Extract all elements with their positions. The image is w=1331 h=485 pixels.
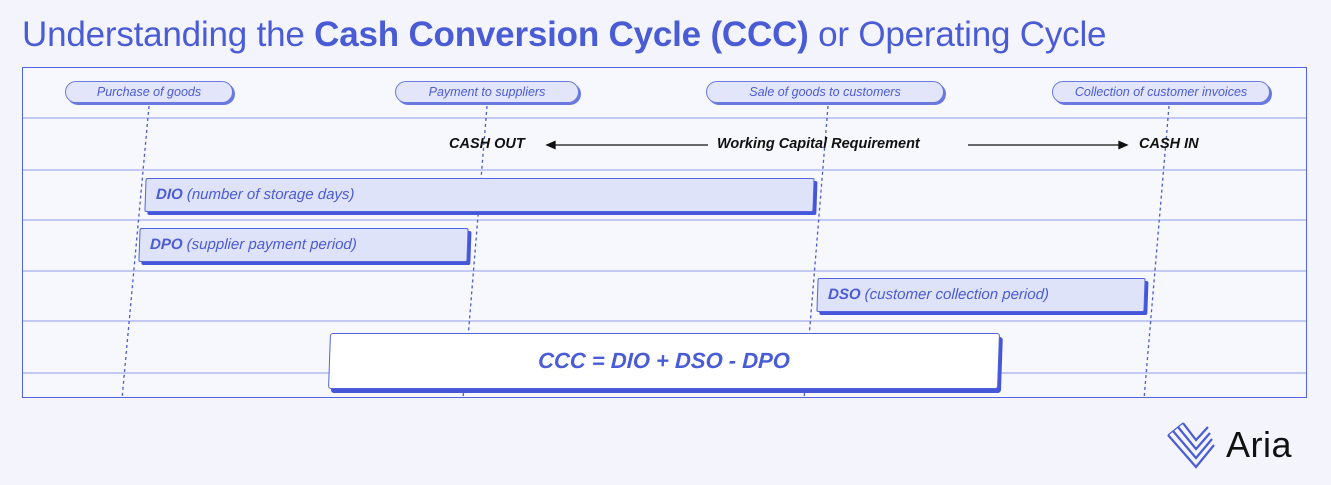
guide-purchase	[121, 105, 150, 397]
dso-abbr: DSO	[827, 286, 861, 303]
dio-bar: DIO (number of storage days)	[144, 178, 815, 212]
milestone-sale: Sale of goods to customers	[706, 81, 944, 103]
aria-logo-icon	[1167, 422, 1215, 469]
guide-payment	[462, 105, 488, 397]
guide-sale	[803, 105, 829, 397]
ccc-formula: CCC = DIO + DSO - DPO	[328, 333, 1000, 389]
dpo-bar: DPO (supplier payment period)	[138, 228, 469, 262]
title-bold: Cash Conversion Cycle (CCC)	[314, 15, 809, 54]
dso-bar: DSO (customer collection period)	[816, 278, 1146, 312]
arrow-right-head	[1118, 140, 1129, 150]
milestone-collection: Collection of customer invoices	[1052, 81, 1270, 103]
aria-logo: Aria	[1166, 421, 1292, 469]
working-capital-label: Working Capital Requirement	[717, 136, 920, 152]
arrow-left-head	[545, 140, 556, 150]
cash-out-label: CASH OUT	[449, 136, 525, 152]
dio-abbr: DIO	[155, 186, 183, 203]
logo-wordmark: Aria	[1226, 424, 1293, 465]
flow-arrows	[545, 140, 1129, 150]
cash-in-label: CASH IN	[1139, 136, 1199, 152]
page-title: Understanding the Cash Conversion Cycle …	[22, 14, 1107, 56]
cycle-diagram: Purchase of goods Payment to suppliers S…	[22, 67, 1307, 398]
dso-desc: (customer collection period)	[864, 286, 1050, 303]
title-prefix: Understanding the	[22, 15, 315, 54]
milestone-payment: Payment to suppliers	[395, 81, 579, 103]
dpo-desc: (supplier payment period)	[186, 236, 358, 253]
dpo-abbr: DPO	[149, 236, 183, 253]
title-suffix: or Operating Cycle	[808, 15, 1107, 54]
guide-collection	[1143, 105, 1170, 397]
milestone-guides	[121, 105, 1170, 397]
dio-desc: (number of storage days)	[186, 186, 355, 203]
milestone-purchase: Purchase of goods	[65, 81, 233, 103]
